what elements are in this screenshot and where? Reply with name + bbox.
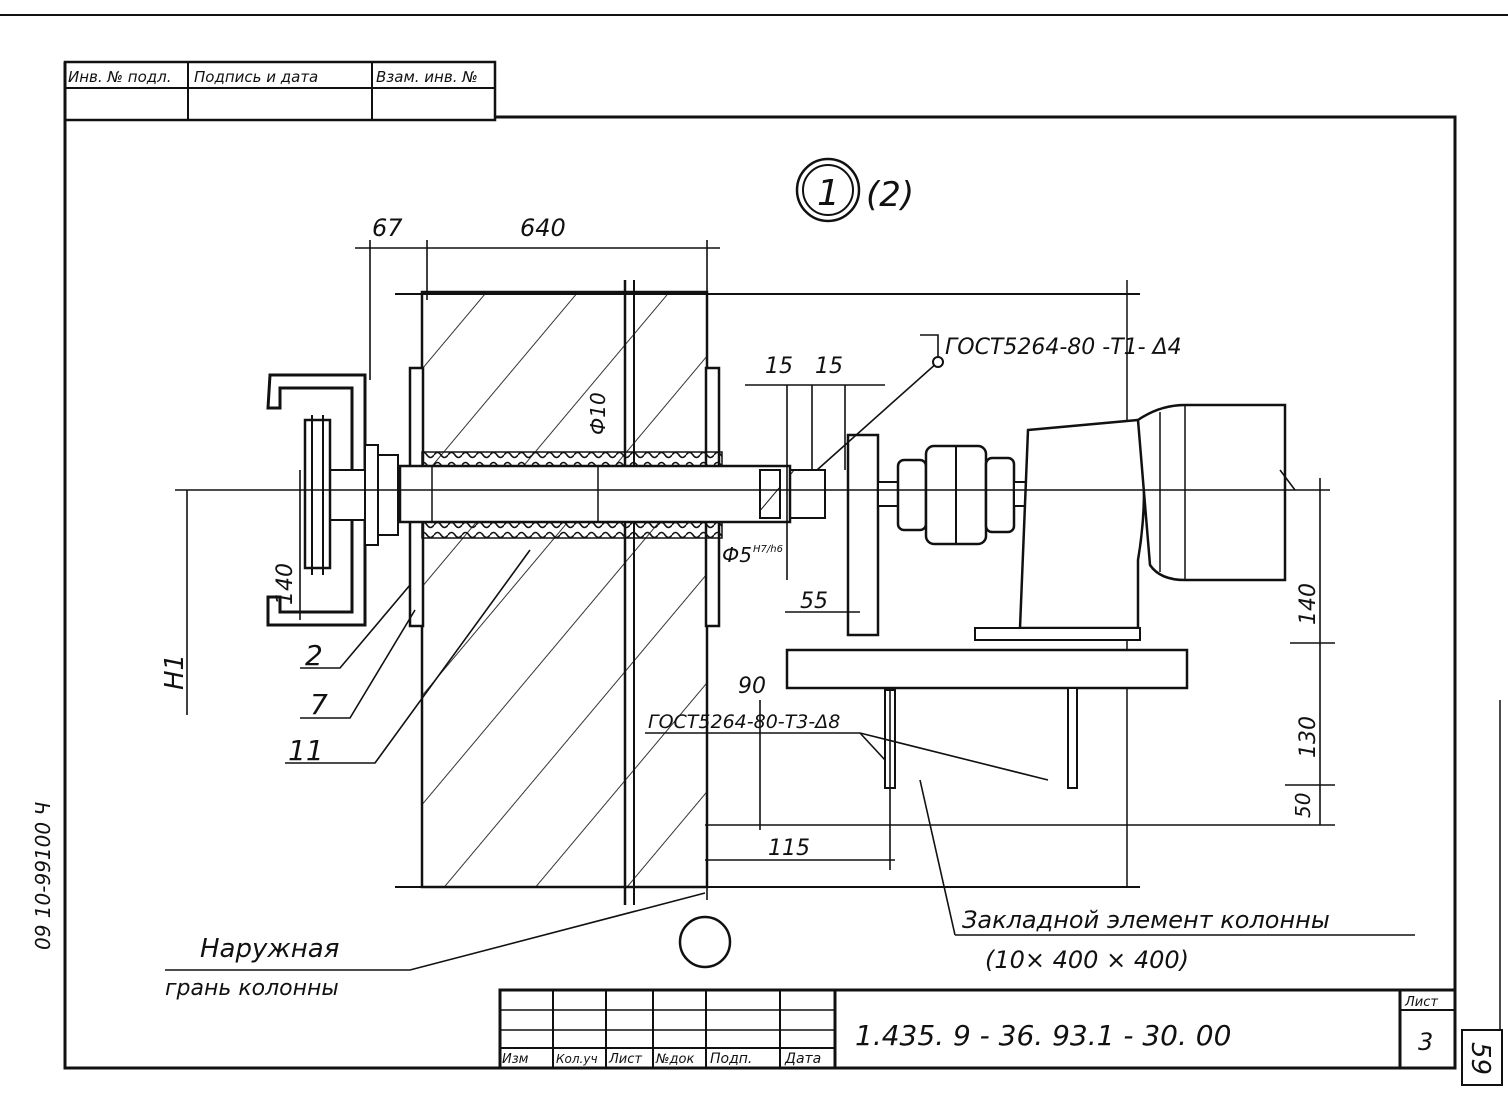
left-channel [266, 373, 399, 627]
sheet-label: Лист [1404, 995, 1438, 1010]
tb-col-izm: Изм [502, 1052, 529, 1067]
motor-assembly [785, 403, 1287, 789]
tb-col-data: Дата [784, 1051, 821, 1067]
outer-face-label-1: Наружная [200, 934, 339, 964]
dim-h1: H1 [160, 654, 190, 690]
embedded-element-size: (10× 400 × 400) [985, 946, 1189, 974]
outer-face-circle [678, 915, 732, 969]
detail-marker [795, 157, 861, 223]
dim-67: 67 [372, 214, 403, 242]
item-number-2: 2 [305, 639, 323, 672]
dim-55: 55 [800, 589, 828, 614]
embedded-element-label: Закладной элемент колонны [962, 906, 1330, 934]
item-number-7: 7 [310, 688, 328, 721]
tb-col-podp: Подп. [710, 1051, 752, 1067]
dim-140-left: 140 [273, 563, 298, 605]
tb-col-list: Лист [608, 1052, 642, 1067]
leader-lines [165, 334, 1049, 971]
side-code: 09 10-99100 Ч [31, 802, 55, 950]
dim-15a: 15 [765, 354, 793, 379]
outer-face-label-2: грань колонны [165, 976, 339, 1001]
stamp-replaces-inv: Взам. инв. № [376, 68, 478, 86]
dim-50: 50 [1291, 793, 1315, 818]
dim-115: 115 [768, 836, 810, 861]
weld-note-top: ГОСТ5264-80 -Т1- Δ4 [945, 335, 1182, 360]
item-number-11: 11 [288, 734, 324, 767]
weld-marker [932, 356, 944, 368]
detail-number: 1 [817, 173, 840, 214]
tb-col-ndok: №док [655, 1052, 694, 1067]
dim-15b: 15 [815, 354, 843, 379]
weld-note-bottom: ГОСТ5264-80-Т3-Δ8 [648, 711, 840, 733]
dim-640: 640 [520, 214, 566, 242]
shaft-assembly [398, 451, 826, 539]
doc-number: 1.435. 9 - 36. 93.1 - 30. 00 [855, 1019, 1231, 1052]
page-number: 59 [1465, 1042, 1495, 1075]
title-block [498, 988, 1457, 1070]
dimension-lines [186, 240, 1335, 900]
sheet-number: 3 [1418, 1028, 1433, 1056]
dim-140-right: 140 [1296, 583, 1321, 625]
dim-phi5: Ф5 [722, 543, 752, 567]
tb-col-koluch: Кол.уч [556, 1052, 598, 1066]
stamp-signature-date: Подпись и дата [194, 68, 318, 86]
dim-130: 130 [1296, 716, 1321, 758]
dim-phi10: Ф10 [586, 392, 610, 435]
stamp-inv-no: Инв. № подл. [68, 68, 171, 86]
page-number-box [1461, 1029, 1503, 1086]
dim-fit: Н7/h6 [753, 544, 783, 555]
dim-90: 90 [738, 674, 766, 699]
detail-alt-number: (2) [866, 175, 914, 215]
